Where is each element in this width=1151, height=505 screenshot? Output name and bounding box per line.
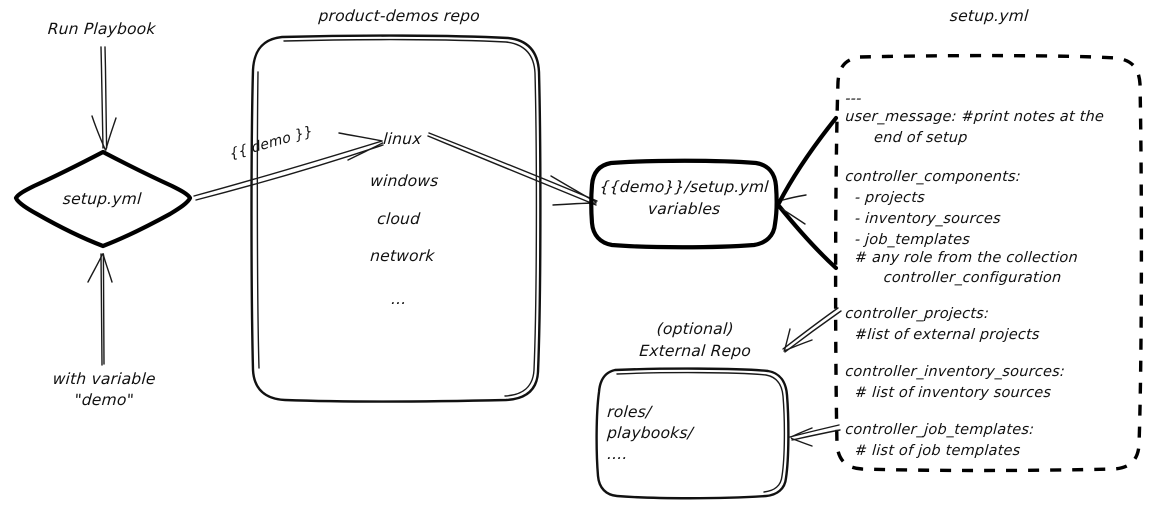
with-variable-label-line2: "demo"	[73, 391, 135, 409]
product-demos-repo-box	[250, 34, 542, 403]
setup-yml-box-title: setup.yml	[949, 7, 1030, 25]
arrow-run-playbook	[91, 46, 117, 151]
repo-item-network: network	[369, 247, 436, 265]
variables-box-line1: {{demo}}/setup.yml	[599, 178, 770, 196]
setup-yml-block-controller-components-line6: controller_configuration	[844, 270, 1062, 286]
arrow-with-variable	[87, 253, 113, 366]
product-demos-repo-title: product-demos repo	[317, 7, 481, 25]
setup-yml-block-controller-job-templates-line1: controller_job_templates:	[844, 422, 1035, 438]
external-repo-item-roles: roles/	[606, 403, 653, 421]
external-repo-box-shape	[595, 367, 790, 500]
setup-yml-block-controller-components-line5: # any role from the collection	[844, 250, 1079, 266]
setup-yml-block-controller-projects-line2: #list of external projects	[844, 327, 1041, 343]
arrow-job-templates-to-external-repo	[789, 424, 841, 447]
variables-box-shape	[589, 158, 779, 250]
setup-yml-block-controller-inventory-sources-line1: controller_inventory_sources:	[844, 364, 1066, 380]
repo-item-cloud: cloud	[376, 210, 421, 228]
external-repo-title-line1: (optional)	[656, 320, 735, 338]
setup-yml-block-controller-components-line3: - inventory_sources	[844, 211, 1002, 227]
setup-yml-block-controller-projects-line1: controller_projects:	[844, 306, 990, 322]
repo-item-linux: linux	[382, 130, 423, 148]
variables-box-line2: variables	[647, 200, 722, 218]
setup-yml-block-controller-components-line1: controller_components:	[844, 169, 1022, 185]
setup-yml-diamond-label: setup.yml	[62, 190, 143, 208]
setup-yml-block-controller-job-templates-line2: # list of job templates	[844, 443, 1021, 459]
arrow-projects-to-external-repo	[782, 307, 842, 353]
with-variable-label-line1: with variable	[52, 370, 157, 388]
setup-yml-diamond-shape	[13, 149, 193, 249]
setup-yml-block-controller-inventory-sources-line2: # list of inventory sources	[844, 385, 1052, 401]
external-repo-item-playbooks: playbooks/	[606, 424, 694, 442]
repo-item-ellipsis: ...	[390, 290, 408, 308]
setup-yml-block-controller-components-line2: - projects	[844, 190, 926, 206]
run-playbook-label: Run Playbook	[47, 20, 157, 38]
arrow-demo-to-linux	[193, 132, 384, 201]
arrow-setup-yml-to-variables	[776, 115, 839, 271]
setup-yml-block-user-message-line1: user_message: #print notes at the	[844, 109, 1105, 125]
setup-yml-block-user-message-line2: end of setup	[844, 130, 969, 146]
external-repo-item-ellipsis: ....	[606, 445, 629, 463]
arrow-linux-to-variables	[427, 132, 598, 206]
repo-item-windows: windows	[369, 172, 440, 190]
external-repo-title-line2: External Repo	[638, 342, 752, 360]
